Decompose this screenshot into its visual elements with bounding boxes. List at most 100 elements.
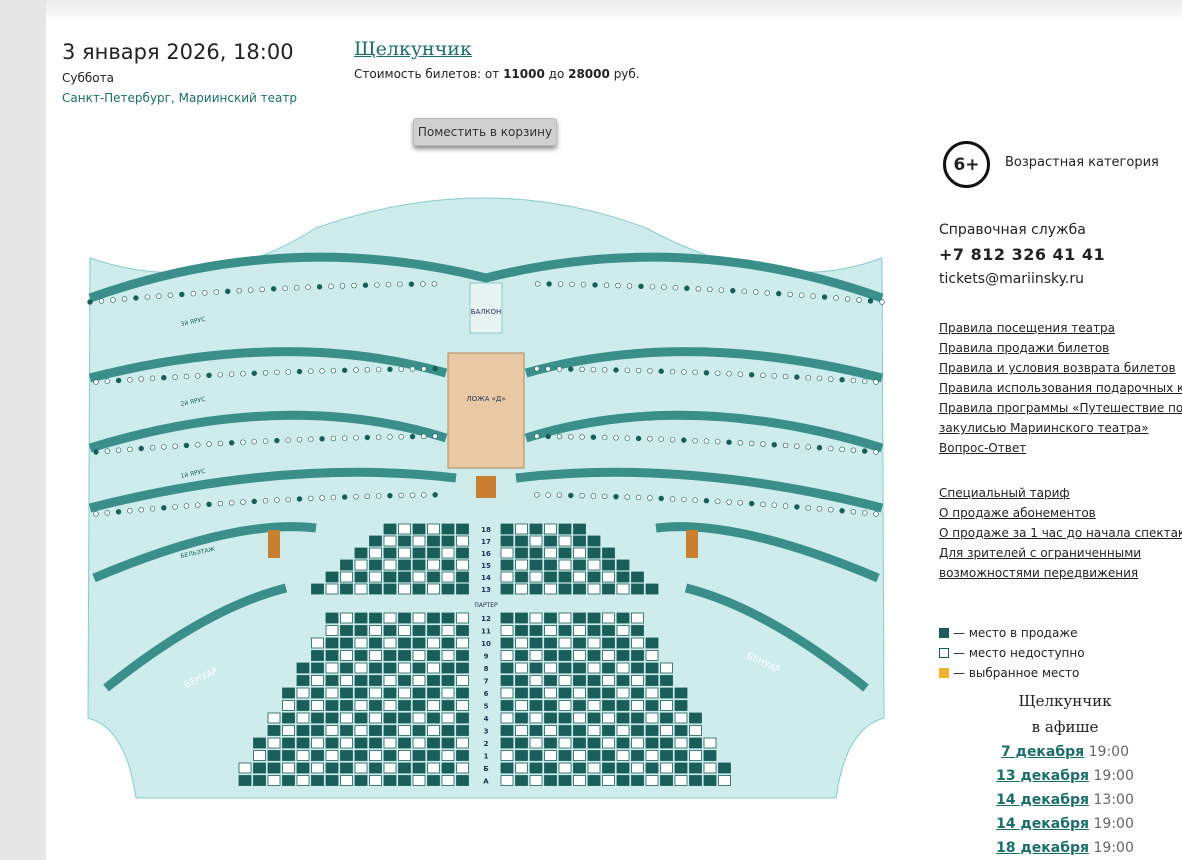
- seat[interactable]: [529, 675, 543, 686]
- seat[interactable]: [369, 662, 382, 674]
- seat[interactable]: [282, 775, 295, 786]
- seat[interactable]: [726, 371, 732, 377]
- seat[interactable]: [340, 687, 353, 699]
- seat[interactable]: [456, 523, 469, 535]
- seat[interactable]: [529, 547, 543, 559]
- seat[interactable]: [674, 737, 688, 749]
- seat[interactable]: [427, 737, 440, 749]
- link[interactable]: Правила использования подарочных ка: [939, 381, 1182, 395]
- seat[interactable]: [631, 712, 644, 724]
- seat[interactable]: [707, 286, 713, 293]
- seat[interactable]: [587, 775, 601, 786]
- seat[interactable]: [427, 700, 440, 711]
- seat[interactable]: [573, 712, 586, 724]
- seat[interactable]: [183, 442, 190, 449]
- seat[interactable]: [441, 762, 455, 774]
- seat[interactable]: [328, 283, 334, 290]
- seat[interactable]: [398, 523, 411, 535]
- seat[interactable]: [432, 433, 438, 439]
- seat[interactable]: [573, 750, 586, 761]
- seat[interactable]: [515, 737, 528, 749]
- seat[interactable]: [602, 762, 615, 774]
- seat[interactable]: [645, 750, 659, 761]
- seat[interactable]: [441, 675, 455, 686]
- seat[interactable]: [660, 687, 673, 699]
- seat[interactable]: [703, 737, 717, 749]
- seat[interactable]: [500, 762, 514, 774]
- link[interactable]: Специальный тариф: [939, 486, 1070, 500]
- seat[interactable]: [412, 675, 426, 686]
- seat[interactable]: [325, 675, 339, 686]
- seat[interactable]: [529, 712, 543, 724]
- seat[interactable]: [104, 510, 111, 516]
- seat[interactable]: [383, 650, 397, 661]
- seat[interactable]: [737, 440, 744, 446]
- seat[interactable]: [267, 737, 281, 749]
- seat[interactable]: [296, 737, 310, 749]
- seat[interactable]: [296, 675, 310, 686]
- seat[interactable]: [631, 612, 644, 624]
- seat[interactable]: [573, 612, 586, 624]
- seat[interactable]: [339, 283, 346, 289]
- seat[interactable]: [398, 559, 411, 571]
- seat[interactable]: [240, 371, 246, 377]
- seat[interactable]: [341, 435, 348, 441]
- seat[interactable]: [262, 370, 269, 376]
- seat[interactable]: [441, 571, 455, 583]
- seat[interactable]: [296, 700, 310, 711]
- performance-date-link[interactable]: 18 декабря: [996, 840, 1090, 856]
- seat[interactable]: [658, 495, 664, 502]
- seat[interactable]: [500, 625, 514, 636]
- seat[interactable]: [816, 506, 823, 512]
- seat[interactable]: [602, 700, 615, 711]
- seat[interactable]: [726, 499, 732, 505]
- seat[interactable]: [500, 547, 514, 559]
- seat[interactable]: [515, 523, 528, 535]
- seat[interactable]: [311, 700, 324, 711]
- seat[interactable]: [726, 439, 732, 445]
- seat[interactable]: [545, 366, 551, 372]
- seat[interactable]: [601, 434, 608, 441]
- seat[interactable]: [587, 725, 601, 736]
- seat[interactable]: [861, 448, 868, 454]
- seat[interactable]: [351, 282, 357, 289]
- seat[interactable]: [850, 447, 857, 453]
- seat[interactable]: [573, 725, 586, 736]
- seat[interactable]: [692, 497, 698, 503]
- seat[interactable]: [369, 725, 382, 736]
- performance-date-link[interactable]: 7 декабря: [1001, 744, 1085, 760]
- seat[interactable]: [616, 750, 630, 761]
- seat[interactable]: [661, 284, 667, 290]
- seat[interactable]: [427, 775, 440, 786]
- seat[interactable]: [587, 737, 601, 749]
- seat[interactable]: [748, 500, 755, 507]
- seat[interactable]: [262, 498, 269, 504]
- seat[interactable]: [311, 775, 324, 786]
- seat[interactable]: [93, 379, 99, 385]
- seat[interactable]: [398, 583, 411, 595]
- seat[interactable]: [515, 750, 528, 761]
- seat[interactable]: [412, 625, 426, 636]
- seat[interactable]: [602, 775, 615, 786]
- seat[interactable]: [529, 737, 543, 749]
- seat[interactable]: [631, 625, 644, 636]
- seat[interactable]: [228, 440, 235, 446]
- seat[interactable]: [631, 750, 644, 761]
- seat[interactable]: [412, 612, 426, 624]
- seat[interactable]: [689, 750, 702, 761]
- seat[interactable]: [544, 675, 557, 686]
- seat[interactable]: [573, 625, 586, 636]
- seat[interactable]: [427, 637, 440, 649]
- seat[interactable]: [660, 737, 673, 749]
- seat[interactable]: [602, 712, 615, 724]
- seat[interactable]: [573, 775, 586, 786]
- seat[interactable]: [383, 612, 397, 624]
- seat[interactable]: [398, 725, 411, 736]
- seat[interactable]: [138, 507, 144, 513]
- seat[interactable]: [669, 436, 676, 443]
- seat[interactable]: [398, 700, 411, 711]
- seat[interactable]: [398, 762, 411, 774]
- seat[interactable]: [133, 295, 139, 301]
- seat[interactable]: [398, 687, 411, 699]
- seat[interactable]: [441, 712, 455, 724]
